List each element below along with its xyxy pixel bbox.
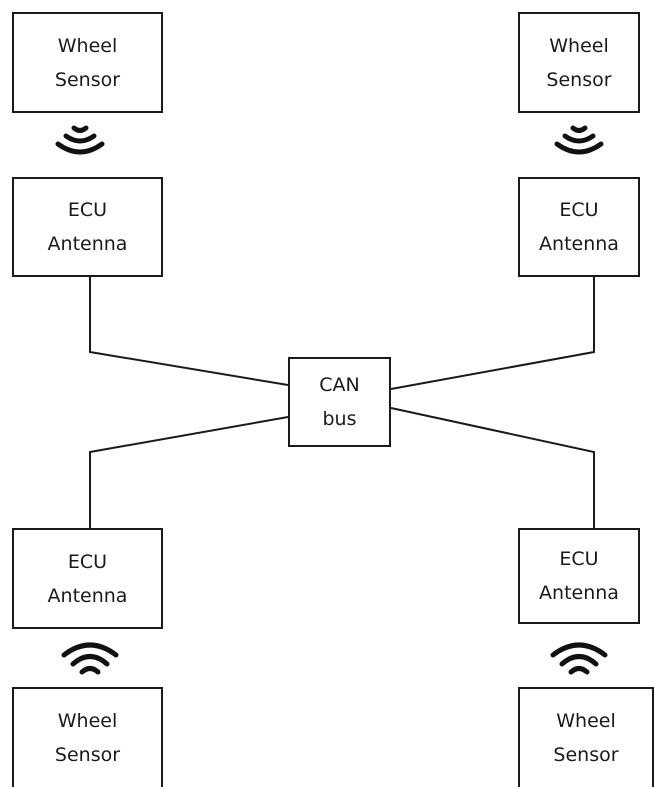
wheel-sensor-top-left: Wheel Sensor xyxy=(12,12,163,113)
ecu-antenna-top-left: ECU Antenna xyxy=(12,177,163,277)
wheel-sensor-label-line2: Sensor xyxy=(546,68,612,91)
wheel-sensor-label-line1: Wheel xyxy=(556,710,616,732)
wireless-signal-icon xyxy=(55,125,105,155)
wheel-sensor-label-line1: Wheel xyxy=(57,710,118,732)
wheel-sensor-label-line1: Wheel xyxy=(549,34,609,57)
ecu-antenna-label-line2: Antenna xyxy=(539,582,619,604)
can-bus-node: CAN bus xyxy=(288,357,391,447)
wireless-signal-icon xyxy=(554,125,604,155)
ecu-antenna-label-line2: Antenna xyxy=(47,584,128,607)
wheel-sensor-label-line1: Wheel xyxy=(57,34,118,57)
connector-top-right-ecu-to-can-bus xyxy=(390,276,595,390)
ecu-antenna-top-right: ECU Antenna xyxy=(518,177,640,277)
wheel-sensor-bottom-left: Wheel Sensor xyxy=(12,687,163,787)
ecu-antenna-bottom-left: ECU Antenna xyxy=(12,528,163,629)
can-bus-label-line2: bus xyxy=(322,408,357,430)
wheel-sensor-label-line2: Sensor xyxy=(54,68,121,91)
wheel-sensor-top-right: Wheel Sensor xyxy=(518,12,640,113)
wheel-sensor-bottom-right: Wheel Sensor xyxy=(518,687,654,787)
ecu-antenna-label-line1: ECU xyxy=(67,199,108,221)
connector-bottom-left-ecu-to-can-bus xyxy=(89,416,289,529)
wheel-sensor-label-line2: Sensor xyxy=(553,744,619,766)
can-bus-label-line1: CAN xyxy=(319,374,360,396)
ecu-antenna-label-line2: Antenna xyxy=(47,233,128,255)
wheel-sensor-label-line2: Sensor xyxy=(54,744,121,766)
ecu-antenna-label-line2: Antenna xyxy=(539,233,619,255)
ecu-antenna-label-line1: ECU xyxy=(559,199,599,221)
wireless-signal-icon xyxy=(550,642,608,675)
connector-bottom-right-ecu-to-can-bus xyxy=(390,407,595,529)
connector-top-left-ecu-to-can-bus xyxy=(89,276,289,386)
wireless-signal-icon xyxy=(61,642,119,675)
ecu-antenna-label-line1: ECU xyxy=(67,550,108,573)
ecu-antenna-bottom-right: ECU Antenna xyxy=(518,528,640,624)
ecu-antenna-label-line1: ECU xyxy=(559,548,599,570)
